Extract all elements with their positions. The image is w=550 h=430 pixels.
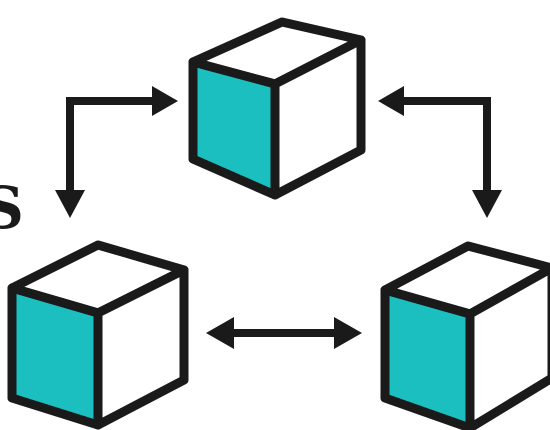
cube-right-face	[465, 263, 550, 430]
partial-text: S	[0, 174, 24, 242]
cube-icon-bottom-right	[380, 241, 550, 430]
bidirectional-arrow-top-to-left	[55, 86, 178, 218]
cube-right-face	[270, 35, 366, 200]
bidirectional-arrow-left-to-right	[206, 317, 362, 349]
cube-icon-bottom-left	[7, 240, 189, 430]
arrow-head	[152, 86, 178, 116]
arrow-head	[206, 317, 234, 349]
arrow-head	[378, 86, 404, 116]
cube-icon-top	[188, 17, 366, 200]
bidirectional-arrow-top-to-right	[378, 86, 502, 218]
arrow-head	[472, 190, 502, 218]
arrow-head	[55, 190, 85, 218]
arrow-head	[334, 317, 362, 349]
cube-left-face	[188, 57, 280, 200]
cube-right-face	[93, 265, 189, 430]
cube-left-face	[380, 285, 475, 430]
cube-left-face	[7, 283, 103, 430]
